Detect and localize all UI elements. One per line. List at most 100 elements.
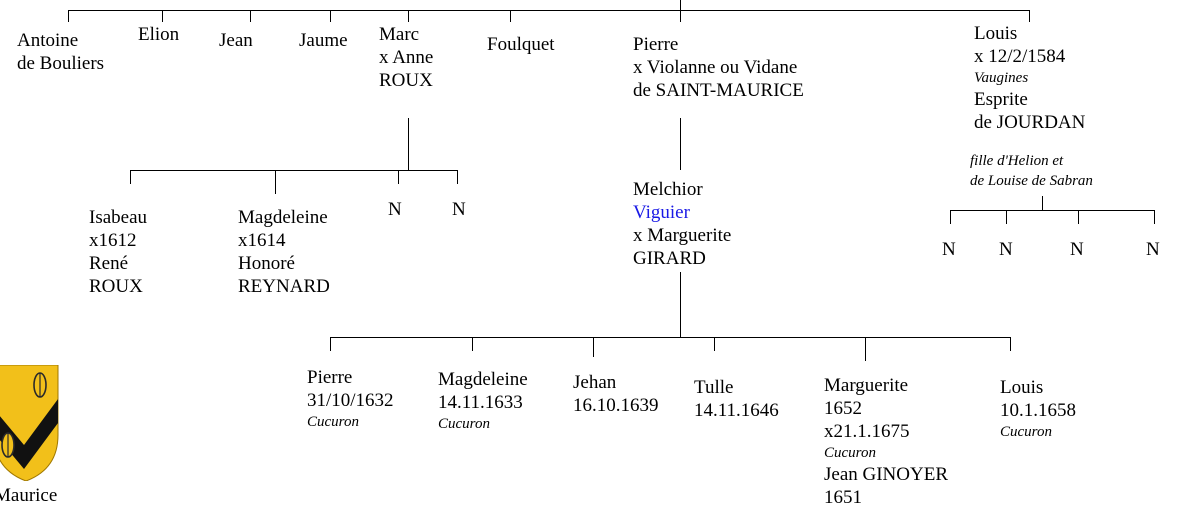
person-line: x21.1.1675 bbox=[824, 421, 910, 442]
person-line: 10.1.1658 bbox=[1000, 400, 1076, 421]
person-line: Antoine bbox=[17, 30, 79, 51]
person-line: Louis bbox=[974, 23, 1018, 44]
person-line: x1612 bbox=[89, 230, 137, 251]
coat-of-arms-icon bbox=[0, 365, 59, 481]
connector-melchior bbox=[714, 337, 715, 351]
connector-top bbox=[68, 10, 69, 22]
connector-marc bbox=[457, 170, 458, 184]
person-pierre-1632: Pierre 31/10/1632 Cucuron bbox=[307, 366, 394, 432]
connector-melchior bbox=[1010, 337, 1011, 351]
person-line: x Violanne ou Vidane bbox=[633, 57, 798, 78]
person-line: Jaume bbox=[299, 30, 348, 51]
connector-louis bbox=[950, 210, 951, 224]
connector-top bbox=[68, 10, 1029, 11]
person-line: 1651 bbox=[824, 487, 862, 508]
person-line: x Marguerite bbox=[633, 225, 732, 246]
person-line: Esprite bbox=[974, 89, 1028, 110]
person-line: N bbox=[1070, 239, 1084, 260]
person-line: ROUX bbox=[379, 70, 433, 91]
connector-louis bbox=[1042, 196, 1043, 210]
crest-caption: Maurice bbox=[0, 485, 58, 506]
person-line: ROUX bbox=[89, 276, 143, 297]
place-label: Cucuron bbox=[1000, 424, 1052, 440]
connector-marc bbox=[130, 170, 457, 171]
place-label: Vaugines bbox=[974, 70, 1029, 86]
person-magdeleine-1614: Magdeleine x1614 Honoré REYNARD bbox=[238, 206, 330, 298]
person-melchior: Melchior Viguier x Marguerite GIRARD bbox=[633, 178, 731, 270]
connector-melchior bbox=[680, 272, 681, 338]
connector-louis bbox=[1006, 210, 1007, 224]
place-label: Cucuron bbox=[307, 414, 359, 430]
person-line: Pierre bbox=[633, 34, 679, 55]
person-jean: Jean bbox=[219, 29, 253, 52]
note-line: de Louise de Sabran bbox=[970, 173, 1093, 189]
person-line: N bbox=[388, 199, 402, 220]
person-line: x 12/2/1584 bbox=[974, 46, 1066, 67]
person-unknown: N bbox=[1146, 238, 1160, 261]
person-line: 1652 bbox=[824, 398, 862, 419]
connector-marc bbox=[408, 118, 409, 170]
person-line: GIRARD bbox=[633, 248, 706, 269]
person-antoine: Antoine de Bouliers bbox=[17, 29, 104, 75]
person-line: N bbox=[999, 239, 1013, 260]
person-unknown: N bbox=[942, 238, 956, 261]
person-line: N bbox=[1146, 239, 1160, 260]
connector-melchior bbox=[472, 337, 473, 351]
person-line: Magdeleine bbox=[238, 207, 328, 228]
leaf-icon bbox=[1, 432, 15, 458]
person-line: N bbox=[452, 199, 466, 220]
person-line: 16.10.1639 bbox=[573, 395, 659, 416]
connector-louis bbox=[1154, 210, 1155, 224]
connector-louis bbox=[950, 210, 1154, 211]
person-jehan: Jehan 16.10.1639 bbox=[573, 371, 659, 417]
person-unknown: N bbox=[999, 238, 1013, 261]
person-line: Louis bbox=[1000, 377, 1044, 398]
person-line: Jean GINOYER bbox=[824, 464, 949, 485]
person-line: Foulquet bbox=[487, 34, 555, 55]
connector-melchior bbox=[865, 337, 866, 361]
person-louis-1658: Louis 10.1.1658 Cucuron bbox=[1000, 376, 1076, 442]
connector-top bbox=[250, 10, 251, 22]
connector-marc bbox=[398, 170, 399, 184]
person-line: Elion bbox=[138, 24, 180, 45]
note-line: fille d'Helion et bbox=[970, 153, 1064, 169]
person-line: Tulle bbox=[694, 377, 734, 398]
person-jaume: Jaume bbox=[299, 29, 348, 52]
connector-top bbox=[1029, 10, 1030, 22]
person-line: Honoré bbox=[238, 253, 295, 274]
person-line: Jean bbox=[219, 30, 253, 51]
connector-top bbox=[162, 10, 163, 22]
person-line: 31/10/1632 bbox=[307, 390, 394, 411]
place-label: Cucuron bbox=[438, 416, 490, 432]
connector-top bbox=[330, 10, 331, 22]
person-line: Isabeau bbox=[89, 207, 148, 228]
connector-marc bbox=[275, 170, 276, 194]
connector-louis bbox=[1078, 210, 1079, 224]
person-line: Jehan bbox=[573, 372, 617, 393]
person-tulle: Tulle 14.11.1646 bbox=[694, 376, 779, 422]
person-line: x1614 bbox=[238, 230, 286, 251]
person-marc: Marc x Anne ROUX bbox=[379, 23, 433, 92]
person-line: N bbox=[942, 239, 956, 260]
person-unknown: N bbox=[1070, 238, 1084, 261]
person-louis: Louis x 12/2/1584 Vaugines Esprite de JO… bbox=[974, 22, 1085, 134]
connector-top bbox=[680, 0, 681, 22]
person-line: de SAINT-MAURICE bbox=[633, 80, 804, 101]
person-line: 14.11.1633 bbox=[438, 392, 523, 413]
person-line: Marguerite bbox=[824, 375, 909, 396]
leaf-icon bbox=[33, 372, 47, 398]
connector-top bbox=[510, 10, 511, 22]
connector-pierre bbox=[680, 118, 681, 170]
connector-melchior bbox=[330, 337, 1010, 338]
person-isabeau: Isabeau x1612 René ROUX bbox=[89, 206, 147, 298]
person-line: 14.11.1646 bbox=[694, 400, 779, 421]
person-foulquet: Foulquet bbox=[487, 33, 555, 56]
person-line: Marc bbox=[379, 24, 420, 45]
person-line: de Bouliers bbox=[17, 53, 105, 74]
person-line: de JOURDAN bbox=[974, 112, 1086, 133]
person-line: Magdeleine bbox=[438, 369, 528, 390]
place-label: Cucuron bbox=[824, 445, 876, 461]
title-label: Viguier bbox=[633, 202, 690, 223]
connector-melchior bbox=[330, 337, 331, 351]
